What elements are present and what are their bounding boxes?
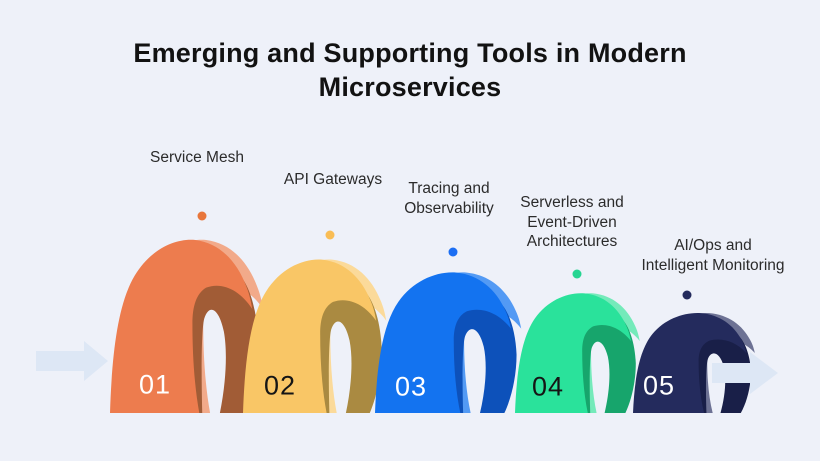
step-dot-02: [325, 230, 335, 240]
arrow-shape: [712, 352, 778, 394]
step-dot-05: [682, 290, 692, 300]
arch-front-face: [375, 272, 511, 413]
arch-02-shape: [243, 259, 387, 413]
arch-front-face: [243, 259, 377, 413]
arch-05-shape: [633, 313, 755, 413]
arch-03-shape: [375, 272, 522, 413]
step-dot-03: [448, 247, 458, 257]
step-number-05: 05: [642, 370, 676, 401]
arch-front-face: [515, 293, 631, 413]
step-label-04: Serverless and Event-Driven Architecture…: [520, 194, 624, 250]
page-title: Emerging and Supporting Tools in Modern …: [133, 38, 687, 102]
arrow-shape: [36, 341, 108, 381]
arch-inner-shadow: [314, 284, 382, 413]
step-label-05: AI/Ops and Intelligent Monitoring: [641, 237, 785, 274]
arch-front-face: [633, 313, 747, 413]
flow-arrow-left-icon: [36, 341, 108, 381]
step-number-03: 03: [394, 371, 428, 402]
arch-04-shape: [515, 293, 640, 413]
arch-inner-shadow: [693, 329, 751, 413]
step-label-02: API Gateways: [283, 171, 383, 188]
step-dot-01: [197, 211, 207, 221]
arch-inner-shadow: [577, 312, 636, 413]
step-label-01: Service Mesh: [150, 149, 244, 166]
flow-arrow-right-icon: [712, 352, 778, 394]
arch-front-face: [110, 239, 253, 413]
step-number-02: 02: [263, 370, 297, 401]
arch-inner-shadow: [447, 294, 517, 413]
step-number-01: 01: [138, 369, 172, 400]
step-label-03: Tracing and Observability: [404, 180, 494, 217]
step-dot-04: [572, 269, 582, 279]
step-number-04: 04: [531, 371, 565, 402]
arch-inner-shadow: [186, 267, 259, 413]
arch-01-shape: [110, 239, 264, 413]
